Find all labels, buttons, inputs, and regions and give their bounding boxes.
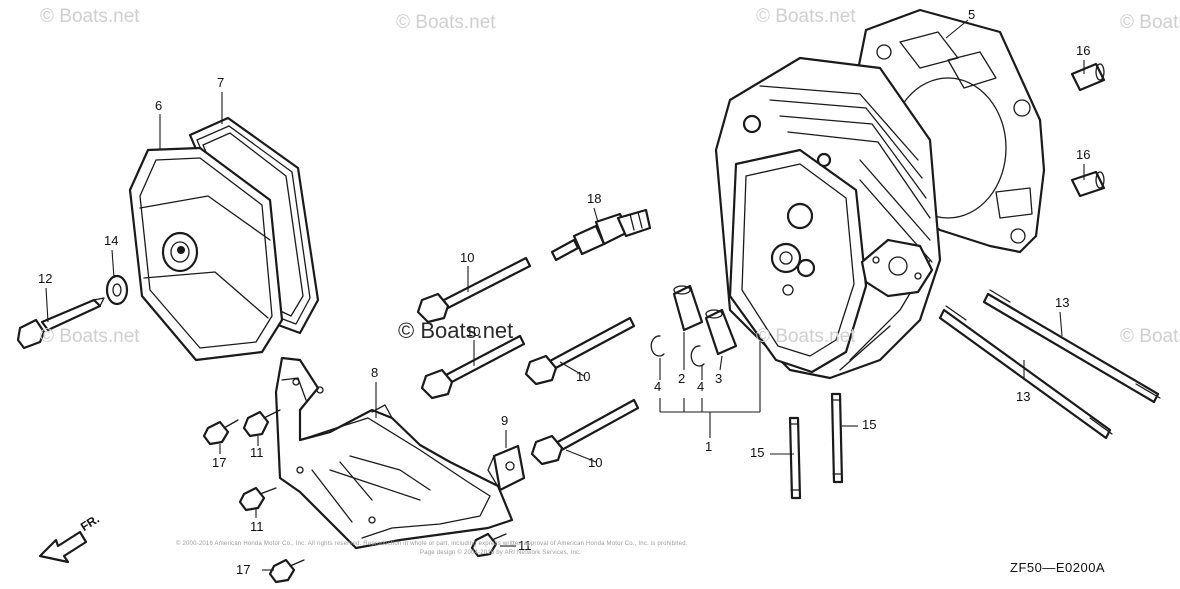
leader-lines: [45, 19, 1085, 571]
watermark-top-left: © Boats.net: [40, 6, 140, 27]
bolt-17-upper[interactable]: [202, 419, 239, 446]
stud-15-right[interactable]: [830, 392, 844, 484]
head-bolt-a[interactable]: [416, 256, 532, 324]
callout-10-b: 10: [466, 324, 481, 339]
washer[interactable]: [105, 274, 129, 306]
small-bracket[interactable]: [487, 444, 526, 492]
callout-4-b: 4: [697, 379, 705, 394]
front-direction-arrow: [38, 530, 88, 564]
bolt-11-bottom[interactable]: [470, 532, 507, 558]
callout-4-a: 4: [654, 379, 662, 394]
callout-18: 18: [587, 191, 602, 206]
callout-10-d: 10: [588, 455, 603, 470]
valve-guide-intake[interactable]: [672, 284, 704, 332]
spark-plug[interactable]: [550, 208, 652, 262]
callout-13-a: 13: [1055, 295, 1070, 310]
callout-9: 9: [501, 413, 509, 428]
watermark-top-far-right: © Boats.net: [1120, 12, 1180, 33]
callout-7: 7: [217, 75, 225, 90]
callout-17-a: 17: [212, 455, 227, 470]
head-bracket[interactable]: [274, 356, 514, 550]
callout-16-b: 16: [1076, 147, 1091, 162]
watermark-mid-left: © Boats.net: [40, 326, 140, 347]
watermark-center: © Boats.net: [398, 318, 514, 343]
watermark-top-right: © Boats.net: [756, 6, 856, 27]
callout-11-b: 11: [250, 519, 264, 534]
diagram-code: ZF50—E0200A: [1010, 560, 1106, 575]
head-bolt-d[interactable]: [530, 398, 640, 466]
callout-1: 1: [705, 439, 713, 454]
callout-15-a: 15: [750, 445, 765, 460]
bolt-17-lower[interactable]: [268, 558, 305, 584]
bolt-11-upper[interactable]: [242, 409, 281, 438]
callout-8: 8: [371, 365, 379, 380]
head-cover[interactable]: [128, 146, 284, 362]
callout-12: 12: [38, 271, 53, 286]
watermark-top-center: © Boats.net: [396, 12, 496, 33]
callout-10-a: 10: [460, 250, 475, 265]
dowel-pin-lower[interactable]: [1070, 170, 1106, 198]
dowel-pin-upper[interactable]: [1070, 62, 1106, 92]
stud-15-left[interactable]: [788, 416, 802, 500]
callout-16-a: 16: [1076, 43, 1091, 58]
callout-13-b: 13: [1016, 389, 1031, 404]
clip-right[interactable]: [690, 345, 705, 367]
head-bolt-b[interactable]: [420, 334, 526, 400]
watermark-mid-right: © Boats.net: [756, 326, 856, 347]
callout-2: 2: [678, 371, 686, 386]
cylinder-head[interactable]: [714, 56, 942, 380]
valve-guide-exhaust[interactable]: [704, 308, 738, 356]
callout-14: 14: [104, 233, 119, 248]
callout-15-b: 15: [862, 417, 877, 432]
callout-5: 5: [968, 7, 976, 22]
head-bolt-c[interactable]: [524, 316, 636, 386]
callout-11-c: 11: [518, 538, 532, 553]
bolt-11-lower[interactable]: [238, 486, 277, 512]
callout-3: 3: [715, 371, 723, 386]
stud-bolt-lower[interactable]: [938, 305, 1113, 440]
page-design-line: Page design © 2004-2016 by ARI Network S…: [420, 550, 582, 556]
callout-10-c: 10: [576, 369, 591, 384]
watermark-mid-far-right: © Boats.net: [1120, 326, 1180, 347]
clip-left[interactable]: [650, 335, 665, 357]
callout-6: 6: [155, 98, 163, 113]
callout-11-a: 11: [250, 445, 264, 460]
cover-bolt[interactable]: [16, 297, 105, 350]
copyright-line: © 2000-2016 American Honda Motor Co., In…: [176, 541, 688, 547]
stud-bolt-upper[interactable]: [982, 289, 1161, 404]
callout-17-b: 17: [236, 562, 251, 577]
